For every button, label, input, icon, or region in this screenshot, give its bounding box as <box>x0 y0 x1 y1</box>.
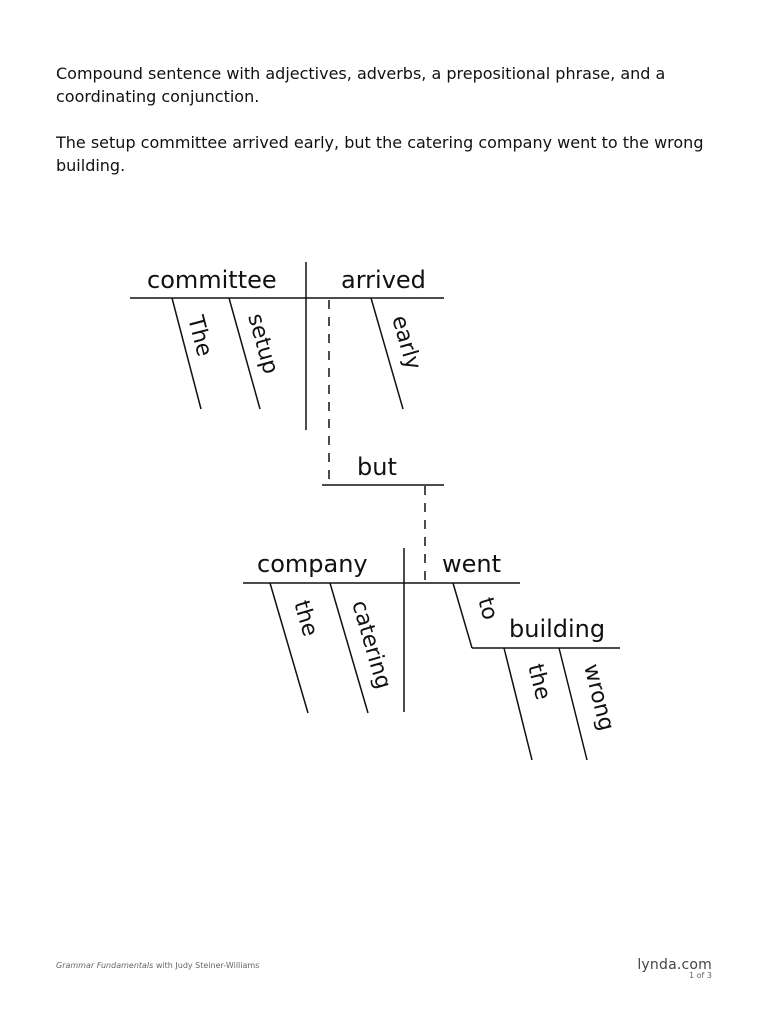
clause1-subject: committee <box>147 266 277 294</box>
prep-object-word: building <box>509 615 605 643</box>
clause2-modifier-the: the <box>288 598 322 640</box>
clause2-modifier-catering: catering <box>346 598 395 692</box>
clause2-modifier-line-catering <box>329 582 369 714</box>
preposition-line <box>452 582 473 649</box>
clause1-modifier-early: early <box>386 313 425 373</box>
clause1-modifier-line-setup <box>228 297 261 410</box>
example-sentence: The setup committee arrived early, but t… <box>56 133 704 175</box>
course-author: with Judy Steiner-Williams <box>153 961 260 970</box>
clause1-modifier-the: The <box>182 312 217 359</box>
clause1-modifier-line-the <box>171 297 202 410</box>
clause1-verb: arrived <box>341 266 426 294</box>
object-modifier-line-wrong <box>558 647 588 761</box>
object-modifier-line-the <box>503 647 533 761</box>
course-title: Grammar Fundamentals <box>56 961 154 970</box>
clause2-subject: company <box>257 550 368 578</box>
clause1-modifier-line-early <box>370 297 404 410</box>
page-counter: 1 of 3 <box>689 971 712 980</box>
object-modifier-the: the <box>522 661 555 702</box>
footer-brand: lynda.com 1 of 3 <box>637 957 712 980</box>
preposition-word: to <box>472 595 502 623</box>
lynda-logo[interactable]: lynda.com <box>637 957 712 973</box>
diagram-description: Compound sentence with adjectives, adver… <box>56 64 666 106</box>
object-modifier-wrong: wrong <box>578 661 619 733</box>
clause2-modifier-line-the <box>269 582 309 714</box>
clause2-verb: went <box>442 550 501 578</box>
footer-credit: Grammar Fundamentals with Judy Steiner-W… <box>56 961 259 970</box>
conjunction-word: but <box>357 453 397 481</box>
